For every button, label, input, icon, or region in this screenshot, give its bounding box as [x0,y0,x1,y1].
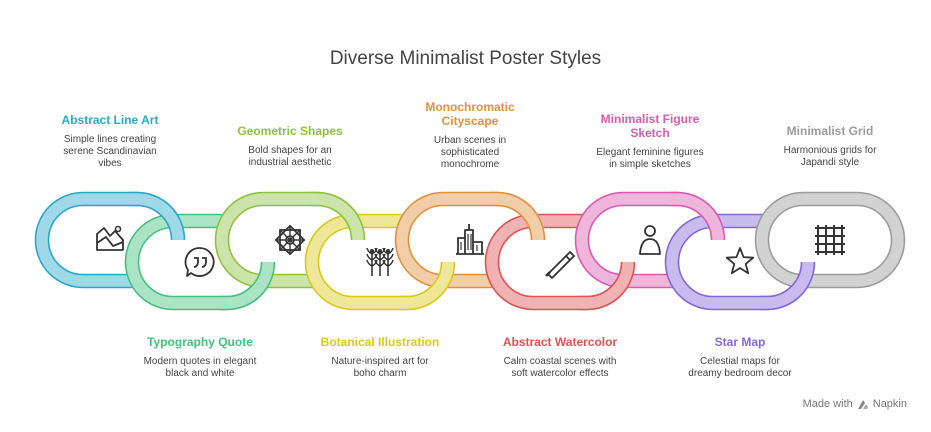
quote-icon [184,247,215,277]
grid-icon [815,225,845,255]
item-heading: Abstract Line Art [61,113,159,127]
item-heading: Typography Quote [147,335,253,349]
item-description-line: monochrome [440,159,500,170]
item-heading: Botanical Illustration [320,335,440,349]
item-description-line: Japandi style [800,157,860,168]
item-description-line: serene Scandinavian [63,146,157,157]
item-description-line: soft watercolor effects [511,368,609,379]
item-heading: Monochromatic Cityscape [425,100,515,128]
item-description-line: Bold shapes for an [248,145,332,156]
item-description-line: Celestial maps for [699,356,781,367]
star-icon [725,247,755,275]
branding-text: Made with [802,398,853,410]
item-description-line: industrial aesthetic [248,157,332,168]
item-heading: Star Map [714,335,766,349]
item-description-line: vibes [98,158,122,169]
chain-link-9 [754,191,906,289]
item-heading: Abstract Watercolor [502,335,618,349]
paint-tube-icon [545,250,576,279]
napkin-branding: Made with Napkin [803,398,907,410]
item-description-line: Urban scenes in [433,135,507,146]
item-heading: Minimalist Figure Sketch [600,112,700,140]
item-description-line: in simple sketches [609,159,691,170]
city-icon [456,224,484,255]
geometric-star-icon [274,224,306,256]
item-description-line: black and white [165,368,235,379]
plant-icon [366,247,394,276]
item-description-line: boho charm [353,368,407,379]
item-description-line: Harmonious grids for [783,145,877,156]
item-description-line: Nature-inspired art for [331,356,429,367]
item-description-line: Modern quotes in elegant [143,356,257,367]
item-description-line: Simple lines creating [63,134,157,145]
diagram-title: Diverse Minimalist Poster Styles [329,48,602,69]
landscape-icon [96,225,124,251]
woman-figure-icon [639,225,661,255]
branding-name: Napkin [872,398,907,410]
item-description-line: Calm coastal scenes with [503,356,617,367]
napkin-logo-icon [857,400,868,409]
item-description-line: sophisticated [440,147,500,158]
item-heading: Geometric Shapes [237,124,343,138]
item-description-line: dreamy bedroom decor [688,368,792,379]
item-heading: Minimalist Grid [786,124,874,138]
item-description-line: Elegant feminine figures [596,147,704,158]
